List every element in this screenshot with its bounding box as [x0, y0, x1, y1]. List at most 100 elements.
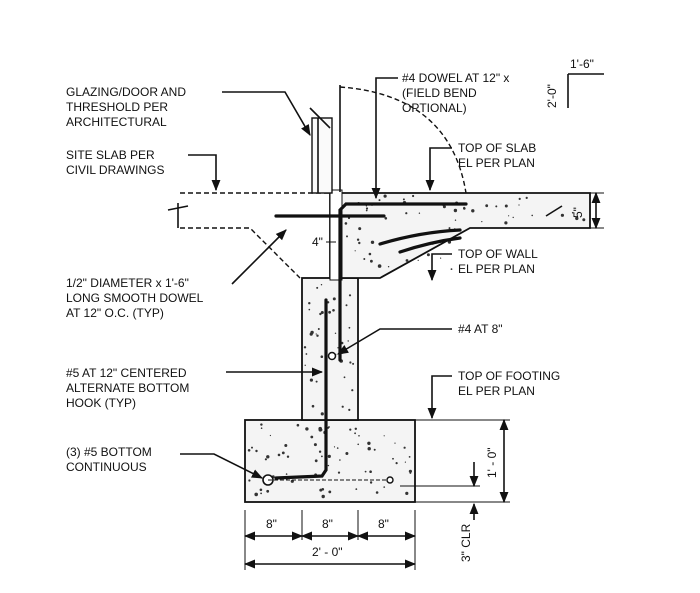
aggregate-speck [405, 491, 409, 495]
aggregate-speck [247, 449, 251, 452]
aggregate-speck [316, 286, 319, 289]
aggregate-speck [319, 488, 323, 492]
aggregate-speck [378, 199, 381, 202]
aggregate-speck [318, 426, 323, 431]
aggregate-speck [254, 492, 258, 497]
aggregate-speck [367, 447, 371, 451]
aggregate-speck [403, 446, 406, 449]
aggregate-speck [266, 455, 270, 459]
aggregate-speck [454, 219, 457, 221]
aggregate-speck [344, 222, 348, 225]
aggregate-speck [404, 461, 406, 463]
aggregate-speck [395, 462, 398, 465]
aggregate-speck [317, 328, 320, 330]
aggregate-speck [387, 266, 390, 268]
aggregate-speck [512, 216, 514, 219]
aggregate-speck [463, 207, 466, 210]
aggregate-speck [355, 488, 358, 490]
svg-text:AT 12" O.C. (TYP): AT 12" O.C. (TYP) [66, 306, 164, 320]
aggregate-speck [277, 453, 281, 457]
svg-text:ARCHITECTURAL: ARCHITECTURAL [66, 115, 167, 129]
aggregate-speck [370, 259, 373, 263]
label-site-slab: SITE SLAB PER CIVIL DRAWINGS [66, 148, 221, 192]
aggregate-speck [305, 353, 308, 355]
aggregate-speck [357, 443, 360, 446]
svg-text:#4 DOWEL AT 12" x: #4 DOWEL AT 12" x [402, 71, 509, 85]
label-glazing: GLAZING/DOOR AND THRESHOLD PER ARCHITECT… [66, 85, 311, 136]
aggregate-speck [450, 268, 453, 270]
aggregate-speck [308, 308, 311, 311]
aggregate-speck [336, 447, 339, 449]
aggregate-speck [365, 209, 368, 212]
aggregate-speck [485, 204, 489, 208]
bend-detail: 1'-6" 2'-0" [545, 57, 604, 108]
aggregate-speck [405, 259, 409, 262]
svg-text:TOP OF WALL: TOP OF WALL [458, 247, 538, 261]
svg-text:EL PER PLAN: EL PER PLAN [458, 262, 535, 276]
slab-thickness-dim: 5" [545, 191, 604, 230]
aggregate-speck [303, 346, 307, 349]
label-top-slab: TOP OF SLAB EL PER PLAN [425, 141, 536, 192]
aggregate-speck [328, 490, 332, 494]
svg-text:1'-6": 1'-6" [570, 57, 594, 71]
svg-text:TOP OF SLAB: TOP OF SLAB [458, 141, 536, 155]
aggregate-speck [321, 455, 323, 458]
aggregate-speck [571, 211, 574, 214]
aggregate-speck [316, 334, 319, 337]
aggregate-speck [345, 304, 348, 307]
aggregate-speck [504, 204, 508, 208]
aggregate-speck [582, 218, 586, 222]
aggregate-speck [383, 486, 386, 488]
aggregate-speck [347, 340, 349, 342]
aggregate-speck [358, 241, 361, 245]
label-top-footing: TOP OF FOOTING EL PER PLAN [427, 369, 560, 420]
aggregate-speck [260, 427, 263, 430]
aggregate-speck [352, 362, 355, 365]
aggregate-speck [367, 441, 371, 445]
aggregate-speck [383, 194, 387, 198]
aggregate-speck [384, 217, 388, 220]
bar-4-at-8-dot [327, 351, 337, 361]
aggregate-speck [375, 491, 379, 494]
aggregate-speck [363, 258, 366, 260]
aggregate-speck [339, 459, 341, 461]
aggregate-speck [373, 448, 376, 451]
aggregate-speck [440, 257, 442, 259]
aggregate-speck [383, 435, 385, 437]
aggregate-speck [251, 446, 253, 449]
aggregate-speck [248, 479, 251, 482]
aggregate-speck [255, 449, 258, 453]
svg-text:SITE SLAB PER: SITE SLAB PER [66, 148, 155, 162]
aggregate-speck [495, 205, 498, 208]
svg-text:1/2" DIAMETER x 1'-6": 1/2" DIAMETER x 1'-6" [66, 276, 189, 290]
aggregate-speck [318, 450, 322, 453]
aggregate-speck [575, 216, 579, 221]
aggregate-speck [394, 442, 396, 444]
aggregate-speck [408, 456, 411, 458]
aggregate-speck [471, 209, 475, 213]
aggregate-speck [368, 252, 372, 256]
aggregate-speck [409, 472, 412, 474]
svg-text:1' - 0": 1' - 0" [485, 447, 499, 478]
aggregate-speck [356, 238, 360, 241]
aggregate-speck [315, 380, 318, 383]
aggregate-speck [349, 428, 352, 431]
aggregate-speck [332, 297, 336, 301]
footing [244, 419, 416, 503]
aggregate-speck [260, 423, 263, 426]
aggregate-speck [320, 412, 324, 416]
aggregate-speck [405, 212, 408, 215]
svg-text:3" CLR: 3" CLR [459, 523, 473, 562]
aggregate-speck [377, 264, 382, 268]
aggregate-speck [310, 435, 314, 439]
aggregate-speck [259, 488, 263, 492]
glazing-frame [311, 117, 333, 194]
svg-text:8": 8" [378, 517, 389, 531]
svg-text:5": 5" [571, 207, 585, 218]
label-dowel-4: #4 DOWEL AT 12" x (FIELD BEND OPTIONAL) [371, 71, 509, 200]
dowel-4-bar [338, 202, 468, 362]
svg-text:8": 8" [266, 517, 277, 531]
aggregate-speck [417, 259, 419, 261]
aggregate-speck [525, 196, 528, 199]
aggregate-speck [364, 470, 367, 473]
